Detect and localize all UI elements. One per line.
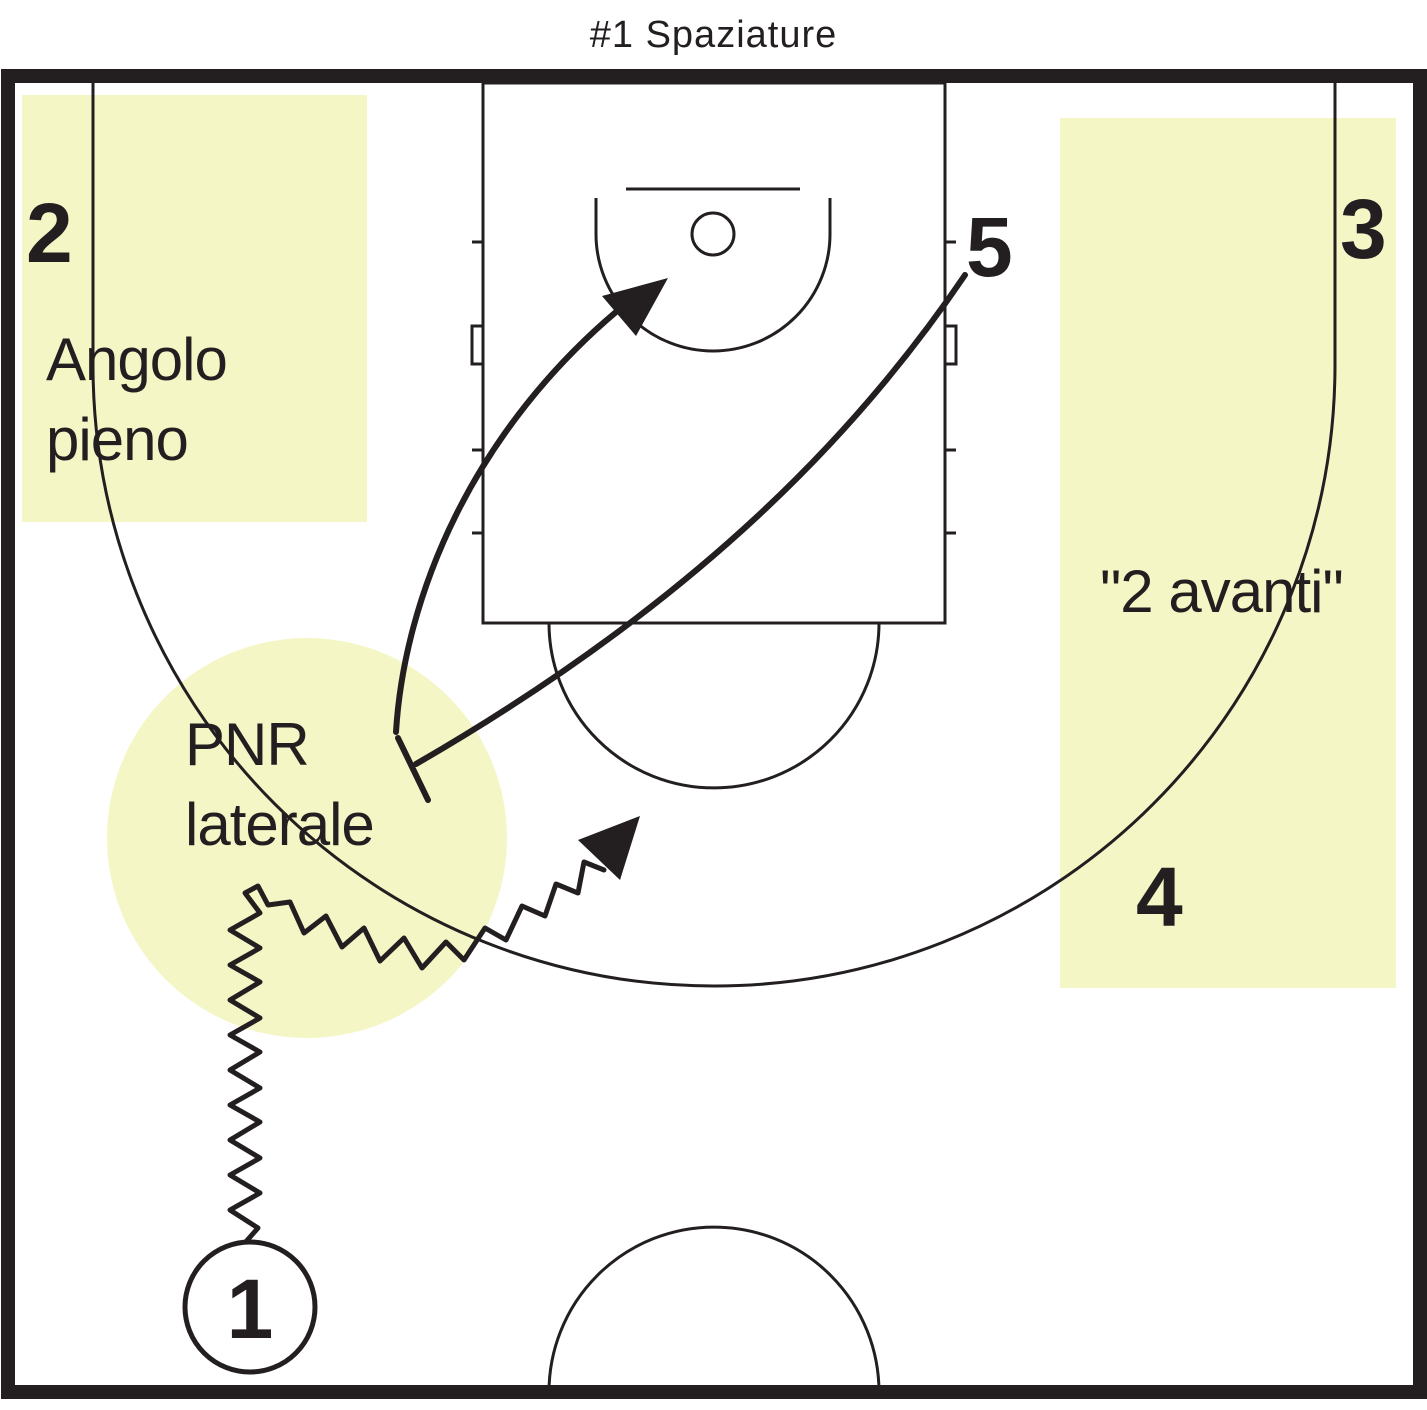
lane-marks: [470, 240, 958, 535]
rim: [690, 211, 736, 257]
roll-path: [393, 299, 631, 735]
player-1-token: 1: [182, 1239, 318, 1375]
screen-path: [413, 272, 968, 767]
zone-corner-highlight: [22, 95, 367, 522]
screen-bar: [395, 735, 431, 803]
zone-corner-label: Angolo pieno: [46, 326, 243, 473]
zone-wing-highlight: [1060, 118, 1396, 988]
court-boundary: [1, 69, 1427, 1399]
player-2: 2: [26, 186, 73, 280]
roll-arrowhead: [602, 278, 668, 336]
zone-wing-label: "2 avanti": [1100, 558, 1343, 625]
zone-pnr-label: PNR laterale: [185, 711, 374, 858]
player-5: 5: [966, 200, 1013, 294]
center-circle: [547, 1225, 881, 1393]
diagram-title: #1 Spaziature: [589, 14, 838, 56]
free-throw-circle: [547, 622, 881, 790]
dribble-arrowhead: [578, 816, 640, 880]
player-3: 3: [1340, 182, 1387, 276]
player-4: 4: [1136, 850, 1183, 944]
dribble-path: [227, 859, 607, 1248]
player-1: 1: [227, 1262, 274, 1356]
paint-key: [481, 81, 947, 625]
restricted-area: [594, 198, 832, 353]
zone-pnr-highlight: [107, 638, 507, 1038]
three-point-line: [91, 83, 1337, 988]
